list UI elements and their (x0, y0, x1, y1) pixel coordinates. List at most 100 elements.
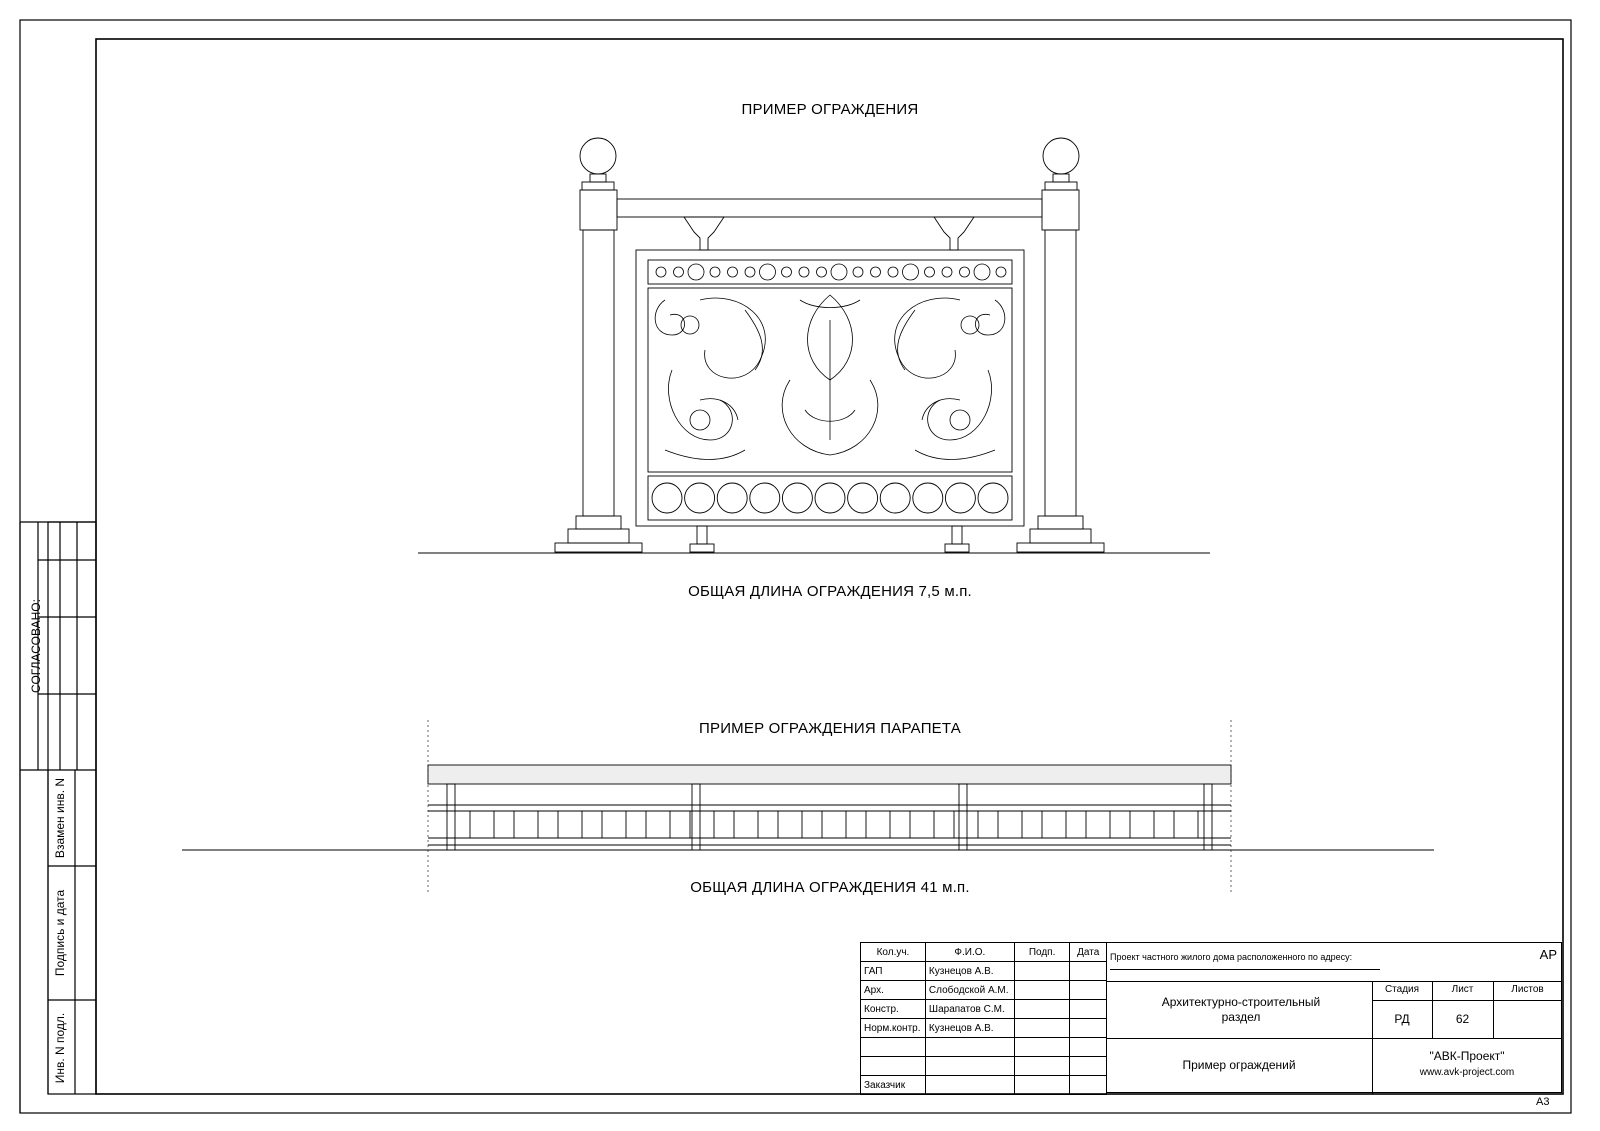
project-address: Проект частного жилого дома расположенно… (1110, 952, 1353, 962)
parapet-baluster (953, 810, 979, 839)
signature-role (860, 1056, 926, 1076)
parapet-baluster (469, 810, 495, 839)
parapet-post (958, 783, 968, 851)
fence-dot-ornament (687, 263, 705, 281)
fence-dot-ornament (830, 263, 848, 281)
signature-role: Арх. (860, 980, 926, 1000)
fence-dot-ornament (655, 266, 667, 278)
fence-ring-ornament (847, 482, 879, 514)
replaced-inv-label: Взамен инв. N (53, 777, 67, 859)
parapet-baluster (733, 810, 759, 839)
signature-name: Кузнецов А.В. (924, 961, 1015, 981)
fence-dot-ornament (973, 263, 991, 281)
signature-name (924, 1056, 1015, 1076)
parapet-baluster (1173, 810, 1199, 839)
sheet-label: Лист (1451, 984, 1474, 995)
fence-ring-ornament (912, 482, 944, 514)
fence-ring-ornament (749, 482, 781, 514)
parapet-baluster (557, 810, 583, 839)
signature-row: Арх.Слободской А.М. (860, 980, 1107, 1000)
company-name: "АВК-Проект" (1429, 1049, 1505, 1063)
fence-ring-ornament (716, 482, 748, 514)
parapet-baluster (821, 810, 847, 839)
inv-orig-label: Инв. N подл. (53, 1012, 67, 1084)
company-website: www.avk-project.com (1419, 1067, 1515, 1078)
signature-name: Слободской А.М. (924, 980, 1015, 1000)
signature-name (924, 1075, 1015, 1095)
fence-dot-ornament (816, 266, 827, 278)
fence-ring-ornament (879, 482, 911, 514)
parapet-baluster (1085, 810, 1111, 839)
header-name: Ф.И.О. (924, 942, 1015, 962)
parapet-baluster (865, 810, 891, 839)
signature-row: Заказчик (860, 1075, 1107, 1095)
section-name: Архитектурно-строительный раздел (1161, 995, 1321, 1024)
drawing-frame (95, 38, 1564, 1095)
fence-ring-ornament (944, 482, 976, 514)
fence-dot-ornament (902, 263, 919, 281)
parapet-baluster (997, 810, 1023, 839)
fence-ring-ornament (814, 482, 846, 514)
signature-role (860, 1037, 926, 1057)
fence-dot-ornament (924, 266, 935, 278)
parapet-post (1203, 783, 1213, 851)
fence-elevation (418, 137, 1210, 554)
signature-role: Констр. (860, 999, 926, 1019)
fence-dot-ornament (995, 266, 1007, 278)
project-address-underline (1110, 969, 1380, 970)
section-code: АР (1539, 947, 1557, 962)
parapet-length-note: ОБЩАЯ ДЛИНА ОГРАЖДЕНИЯ 41 м.п. (690, 879, 970, 896)
parapet-post (446, 783, 456, 851)
signature-header-row: Кол.уч. Ф.И.О. Подп. Дата (860, 942, 1107, 962)
signature-name: Кузнецов А.В. (924, 1018, 1015, 1038)
signature-name (924, 1037, 1015, 1057)
signature-role: Норм.контр. (860, 1018, 926, 1038)
signature-name: Шарапатов С.М. (924, 999, 1015, 1019)
agreed-label: СОГЛАСОВАНО: (29, 599, 43, 693)
fence-dot-ornament (941, 266, 953, 278)
header-qty: Кол.уч. (860, 942, 926, 962)
header-date: Дата (1069, 942, 1107, 962)
parapet-elevation (182, 720, 1434, 895)
fence-dot-ornament (727, 266, 738, 278)
fence-dot-ornament (759, 263, 776, 281)
fence-dot-ornament (798, 266, 810, 278)
fence-ring-ornament (781, 482, 813, 514)
signature-row: Констр.Шарапатов С.М. (860, 999, 1107, 1019)
fence-length-note: ОБЩАЯ ДЛИНА ОГРАЖДЕНИЯ 7,5 м.п. (688, 583, 972, 600)
fence-dot-ornament (959, 266, 970, 278)
parapet-baluster (513, 810, 539, 839)
signature-row (860, 1037, 1107, 1057)
signature-role: Заказчик (860, 1075, 926, 1095)
title-block-main: Проект частного жилого дома расположенно… (1106, 942, 1562, 1094)
fence-dot-ornament (781, 266, 792, 278)
parapet-baluster (689, 810, 715, 839)
fence-ring-ornament (684, 482, 716, 514)
fence-dot-ornament (887, 266, 899, 278)
fence-dot-ornament (673, 266, 684, 278)
parapet-baluster (1129, 810, 1155, 839)
stage-value: РД (1394, 1012, 1410, 1026)
parapet-baluster (645, 810, 671, 839)
fence-dot-ornament (744, 266, 756, 278)
fence-ornament (654, 294, 1006, 460)
signature-row: Норм.контр.Кузнецов А.В. (860, 1018, 1107, 1038)
parapet-baluster (601, 810, 627, 839)
parapet-baluster (909, 810, 935, 839)
fence-dot-ornament (870, 266, 881, 278)
parapet-baluster (777, 810, 803, 839)
sign-date-label: Подпись и дата (53, 889, 67, 977)
fence-dot-ornament (709, 266, 721, 278)
fence-ring-ornament (977, 482, 1009, 514)
signature-role: ГАП (860, 961, 926, 981)
parapet-title: ПРИМЕР ОГРАЖДЕНИЯ ПАРАПЕТА (699, 720, 961, 737)
parapet-baluster (1041, 810, 1067, 839)
sheets-label: Листов (1511, 984, 1544, 995)
fence-dot-ornament (852, 266, 864, 278)
sheet-value: 62 (1455, 1012, 1470, 1026)
fence-title: ПРИМЕР ОГРАЖДЕНИЯ (741, 101, 919, 118)
sheet-title: Пример ограждений (1182, 1058, 1296, 1072)
fence-ring-ornament (651, 482, 683, 514)
